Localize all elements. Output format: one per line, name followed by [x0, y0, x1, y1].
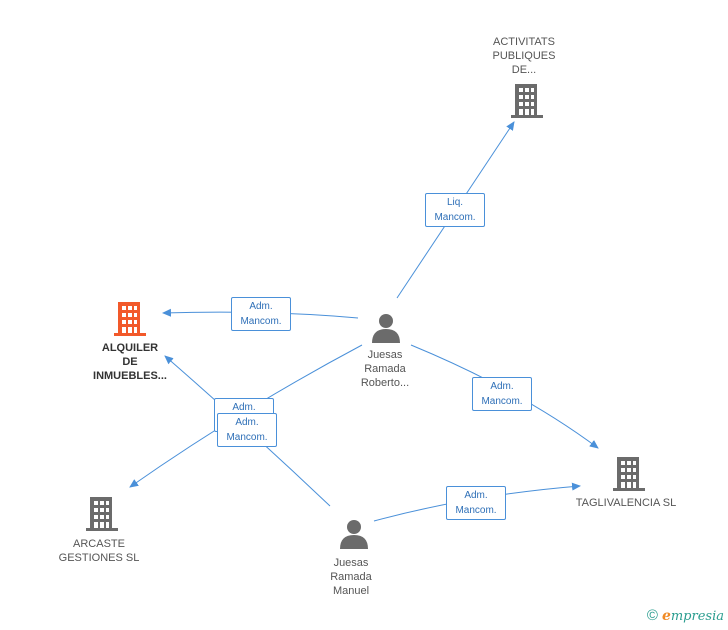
- node-label-taglivalencia[interactable]: TAGLIVALENCIA SL: [575, 497, 677, 509]
- copyright-symbol: ©: [646, 607, 658, 624]
- edge-label-adm-mancom-manuel[interactable]: Adm. Mancom.: [446, 486, 506, 520]
- person-icon-manuel[interactable]: [339, 519, 369, 554]
- building-icon-arcaste[interactable]: [86, 497, 118, 536]
- brand-name: empresia: [661, 607, 724, 624]
- building-icon-taglivalencia[interactable]: [613, 457, 645, 496]
- edge-label-adm-mancom-taglivalencia[interactable]: Adm. Mancom.: [472, 377, 532, 411]
- node-label-activitats[interactable]: ACTIVITATS PUBLIQUES DE...: [492, 36, 556, 76]
- node-label-arcaste[interactable]: ARCASTE GESTIONES SL: [58, 538, 140, 564]
- node-label-manuel[interactable]: Juesas Ramada Manuel: [330, 557, 372, 597]
- node-label-roberto[interactable]: Juesas Ramada Roberto...: [360, 349, 410, 389]
- empresia-logo[interactable]: © empresia: [647, 607, 724, 624]
- edge-label-adm-mancom-arcaste[interactable]: Adm. Mancom.: [217, 413, 277, 447]
- node-label-alquiler[interactable]: ALQUILER DE INMUEBLES...: [93, 342, 167, 382]
- edge-label-adm-mancom-alquiler[interactable]: Adm. Mancom.: [231, 297, 291, 331]
- person-icon-roberto[interactable]: [371, 313, 401, 348]
- building-icon-activitats[interactable]: [511, 84, 543, 123]
- edge-label-liq-mancom[interactable]: Liq. Mancom.: [425, 193, 485, 227]
- building-icon-alquiler[interactable]: [114, 302, 146, 341]
